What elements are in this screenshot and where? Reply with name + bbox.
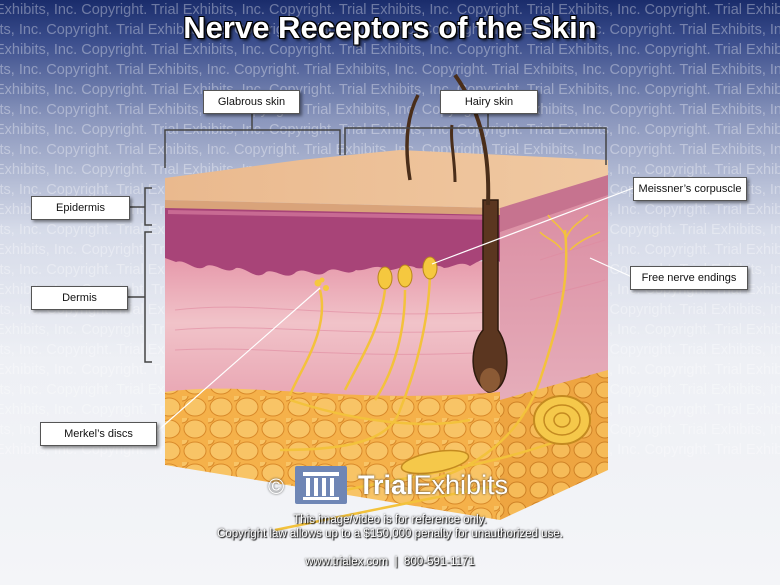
footer-contact: www.trialex.com | 800-591-1171 [0,556,780,568]
epidermis-layer [165,205,500,276]
dermis-layer [165,250,500,396]
trial-exhibits-logo-text: TrialExhibits [358,470,509,500]
skin-surface-top [165,150,608,208]
meissner-corpuscles [377,256,438,290]
label-epidermis: Epidermis [31,196,130,220]
label-leader-lines [154,186,637,434]
label-free-nerve-endings: Free nerve endings [630,266,748,290]
trial-exhibits-logo-icon [295,466,347,504]
block-side-dermis [500,175,608,425]
copyright-symbol: © [268,474,285,499]
block-side-epidermis [500,172,608,232]
label-meissners-corpuscle: Meissner’s corpuscle [633,177,747,201]
label-brackets [128,110,607,363]
footer-phone: 800-591-1171 [404,556,475,568]
hair-shaft [405,94,420,181]
hair-shaft [453,73,491,206]
label-glabrous-skin: Glabrous skin [203,90,300,114]
label-merkels-discs: Merkel’s discs [40,422,157,446]
free-nerve-ending-branches [539,214,601,251]
merkel-discs [314,277,329,291]
fat-layer [165,385,500,520]
footer-disclaimer-line2: Copyright law allows up to a $150,000 pe… [217,528,563,540]
footer-website[interactable]: www.trialex.com [305,556,389,568]
lamellated-corpuscle [400,449,470,475]
hair-follicle [472,199,508,393]
lamellated-corpuscle [533,395,591,445]
label-dermis: Dermis [31,286,128,310]
footer-disclaimer-line1: This image/video is for reference only. [293,514,487,526]
diagram-title: Nerve Receptors of the Skin [183,10,597,45]
label-hairy-skin: Hairy skin [440,90,538,114]
footer-separator: | [394,556,398,568]
hair-shaft [450,124,457,183]
